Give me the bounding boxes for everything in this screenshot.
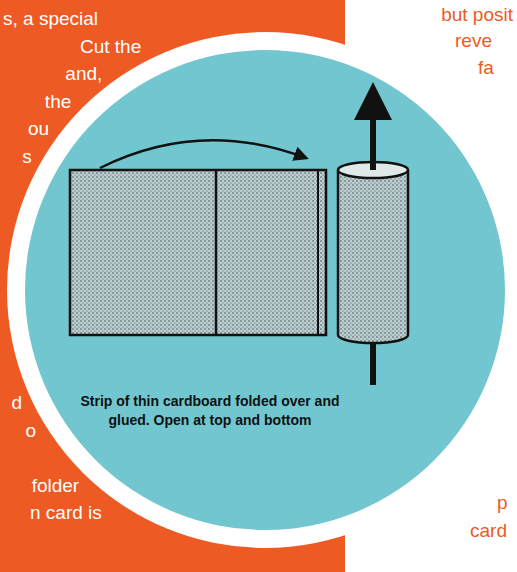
tube-side bbox=[337, 170, 340, 335]
cut-off-text: fa bbox=[478, 57, 494, 79]
cut-off-text: s, a special bbox=[3, 8, 98, 30]
cut-off-text: and, bbox=[65, 63, 102, 85]
cut-off-text: folder bbox=[32, 475, 80, 497]
cut-off-text: the bbox=[45, 91, 71, 113]
cut-off-text: but posit bbox=[441, 4, 513, 26]
teal-disc bbox=[25, 50, 505, 530]
cut-off-text: card bbox=[470, 520, 507, 542]
flat-strip bbox=[70, 170, 326, 335]
tube-body bbox=[338, 170, 408, 335]
tube-side bbox=[407, 170, 410, 335]
figure-caption: Strip of thin cardboard folded over and … bbox=[70, 392, 350, 430]
glue-flap-line bbox=[317, 170, 319, 335]
white-ring bbox=[7, 32, 517, 548]
tube-bottom bbox=[338, 327, 408, 343]
arrow-head bbox=[354, 82, 392, 120]
cut-off-text: p bbox=[497, 492, 508, 514]
cut-off-text: d bbox=[11, 392, 22, 414]
cut-off-text: Cut the bbox=[80, 36, 141, 58]
tube-bottom-rim bbox=[338, 335, 408, 343]
arrow-shaft bbox=[370, 118, 376, 170]
fold-arrow bbox=[100, 140, 306, 168]
cut-off-text: ou bbox=[28, 118, 49, 140]
fold-line bbox=[215, 170, 218, 335]
cut-off-text: n card is bbox=[30, 502, 102, 524]
cut-off-text: o bbox=[26, 420, 37, 442]
cut-off-text: reve bbox=[455, 30, 492, 52]
cut-off-text: s bbox=[22, 146, 32, 168]
